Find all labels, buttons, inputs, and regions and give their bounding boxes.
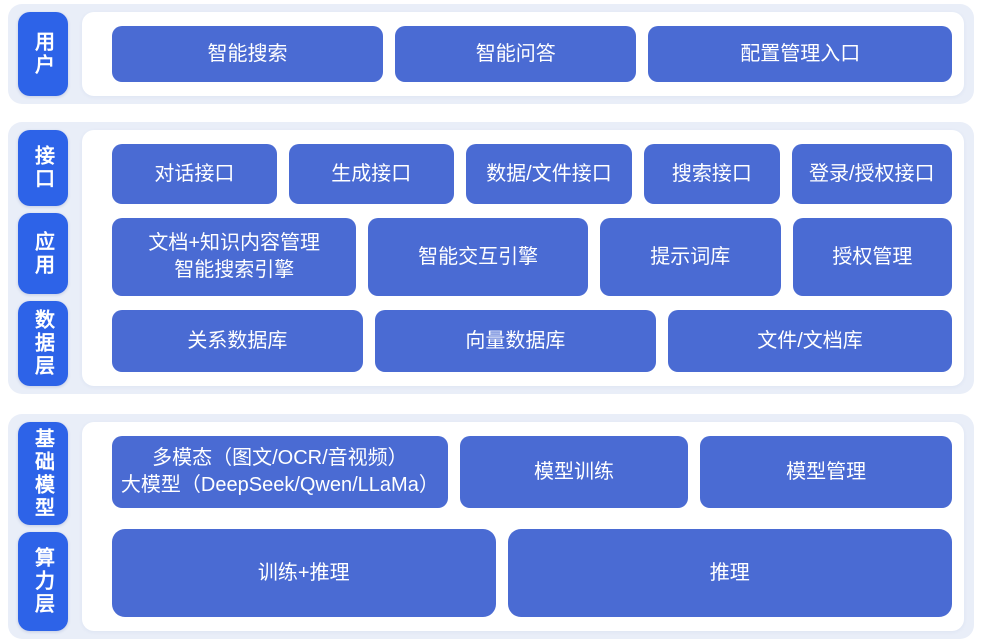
block-inference: 推理 — [507, 529, 952, 617]
block-file-doc-store: 文件/文档库 — [668, 310, 952, 372]
section-user-layer: 用户 智能搜索 智能问答 配置管理入口 — [8, 4, 974, 104]
block-data-file-api: 数据/文件接口 — [465, 144, 633, 204]
layer-label-compute: 算力层 — [18, 532, 68, 631]
block-dialog-api: 对话接口 — [112, 144, 277, 204]
block-login-auth-api: 登录/授权接口 — [791, 144, 952, 204]
block-prompt-library: 提示词库 — [599, 218, 781, 296]
user-layer-labels: 用户 — [18, 12, 68, 96]
block-multimodal-llm: 多模态（图文/OCR/音视频） 大模型（DeepSeek/Qwen/LLaMa） — [112, 436, 448, 508]
section-bottom-layers: 基础模型 算力层 多模态（图文/OCR/音视频） 大模型（DeepSeek/Qw… — [8, 414, 974, 639]
user-layer-row: 智能搜索 智能问答 配置管理入口 — [112, 26, 952, 82]
block-auth-management: 授权管理 — [792, 218, 952, 296]
block-config-management-entry: 配置管理入口 — [648, 26, 952, 82]
block-vector-db: 向量数据库 — [374, 310, 657, 372]
layer-label-application: 应用 — [18, 213, 68, 294]
bottom-layers-labels: 基础模型 算力层 — [18, 422, 68, 631]
layer-label-interface: 接口 — [18, 130, 68, 206]
block-training-inference: 训练+推理 — [112, 529, 496, 617]
data-row: 关系数据库 向量数据库 文件/文档库 — [112, 310, 952, 372]
block-generation-api: 生成接口 — [288, 144, 454, 204]
block-interactive-engine: 智能交互引擎 — [368, 218, 588, 296]
interface-row: 对话接口 生成接口 数据/文件接口 搜索接口 登录/授权接口 — [112, 144, 952, 204]
block-smart-search: 智能搜索 — [112, 26, 384, 82]
middle-layers-labels: 接口 应用 数据层 — [18, 130, 68, 386]
layer-label-data: 数据层 — [18, 301, 68, 386]
compute-row: 训练+推理 推理 — [112, 529, 952, 617]
layer-label-foundation-model: 基础模型 — [18, 422, 68, 525]
block-smart-qa: 智能问答 — [395, 26, 637, 82]
bottom-layers-panel: 多模态（图文/OCR/音视频） 大模型（DeepSeek/Qwen/LLaMa）… — [82, 422, 964, 631]
block-model-management: 模型管理 — [700, 436, 953, 508]
layer-label-user: 用户 — [18, 12, 68, 96]
application-row: 文档+知识内容管理 智能搜索引擎 智能交互引擎 提示词库 授权管理 — [112, 218, 952, 296]
middle-layers-panel: 对话接口 生成接口 数据/文件接口 搜索接口 登录/授权接口 文档+知识内容管理… — [82, 130, 964, 386]
user-layer-panel: 智能搜索 智能问答 配置管理入口 — [82, 12, 964, 96]
block-model-training: 模型训练 — [459, 436, 689, 508]
block-doc-knowledge-management: 文档+知识内容管理 智能搜索引擎 — [112, 218, 357, 296]
block-search-api: 搜索接口 — [644, 144, 780, 204]
foundation-model-row: 多模态（图文/OCR/音视频） 大模型（DeepSeek/Qwen/LLaMa）… — [112, 436, 953, 508]
block-relational-db: 关系数据库 — [112, 310, 363, 372]
section-middle-layers: 接口 应用 数据层 对话接口 生成接口 数据/文件接口 搜索接口 登录/授权接口… — [8, 122, 974, 394]
